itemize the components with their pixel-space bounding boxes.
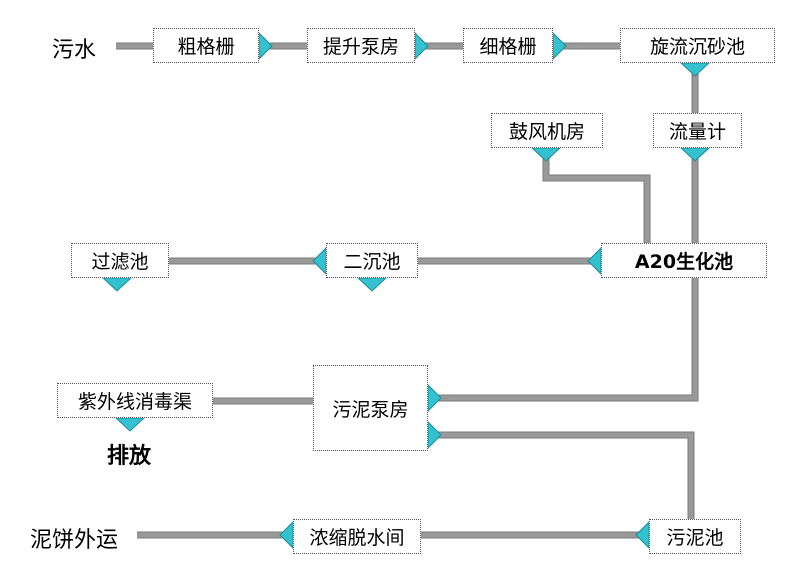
sludge-pump-label: 污泥泵房	[332, 398, 409, 421]
filter-tank-box: 过滤池	[71, 243, 169, 278]
sludge-pump-box: 污泥泵房	[313, 365, 428, 451]
arrow-grit-chamber	[679, 62, 711, 77]
sludge-cake-outlet-label: 泥饼外运	[30, 528, 119, 553]
dewatering-box: 浓缩脱水间	[293, 519, 421, 554]
arrow-clarifier-bottom	[356, 277, 388, 292]
arrow-a2o-tank	[587, 246, 602, 276]
filter-tank-label: 过滤池	[91, 251, 149, 273]
pipe-a2o-to-sludge-pump	[428, 278, 698, 401]
lift-pump-label: 提升泵房	[322, 36, 399, 58]
pipe-sludge-pump-to-sludge-tank-edge	[428, 431, 695, 519]
arrow-coarse-screen	[258, 31, 273, 61]
arrows	[101, 31, 711, 550]
sludge-tank-box: 污泥池	[649, 519, 741, 554]
pipe-blower-to-a2o	[543, 148, 650, 243]
arrow-secondary-clarifier	[312, 246, 327, 276]
dewatering-label: 浓缩脱水间	[309, 527, 405, 549]
fine-screen-box: 细格栅	[463, 28, 553, 63]
uv-channel-box: 紫外线消毒渠	[57, 383, 213, 418]
lift-pump-box: 提升泵房	[307, 28, 415, 63]
uv-channel-label: 紫外线消毒渠	[77, 391, 192, 413]
blower-room-box: 鼓风机房	[491, 113, 603, 148]
fine-screen-label: 细格栅	[479, 36, 537, 58]
secondary-clarifier-label: 二沉池	[343, 251, 401, 273]
sludge-tank-label: 污泥池	[666, 527, 724, 549]
pipe-a2o-to-sludge-pump-edge	[428, 278, 699, 402]
a2o-tank-box: A20生化池	[601, 243, 767, 278]
pipe-blower-to-a2o-edge	[542, 148, 651, 243]
grit-chamber-label: 旋流沉砂池	[649, 36, 745, 58]
arrow-dewatering	[279, 520, 294, 550]
blower-room-label: 鼓风机房	[508, 121, 585, 143]
arrow-sludge-tank	[635, 520, 650, 550]
arrow-uv-channel	[114, 417, 146, 432]
arrow-sludge-pump-lower	[427, 420, 442, 450]
flow-meter-label: 流量计	[668, 121, 726, 143]
coarse-screen-box: 粗格栅	[153, 28, 259, 63]
grit-chamber-box: 旋流沉砂池	[620, 28, 775, 63]
arrow-lift-pump	[414, 31, 429, 61]
coarse-screen-label: 粗格栅	[177, 36, 235, 58]
arrow-filter-tank	[101, 277, 133, 292]
pipes	[116, 42, 699, 539]
a2o-tank-label: A20生化池	[634, 251, 734, 273]
pipe-sludge-pump-to-sludge-tank	[428, 432, 694, 519]
flow-meter-box: 流量计	[653, 113, 742, 148]
arrow-fine-screen	[552, 31, 567, 61]
secondary-clarifier-box: 二沉池	[326, 243, 418, 278]
sewage-inlet-label: 污水	[52, 38, 97, 63]
arrow-sludge-pump-upper	[427, 383, 442, 413]
arrow-blower-room	[530, 147, 562, 162]
arrow-flow-meter	[679, 147, 711, 162]
discharge-label: 排放	[107, 443, 152, 469]
